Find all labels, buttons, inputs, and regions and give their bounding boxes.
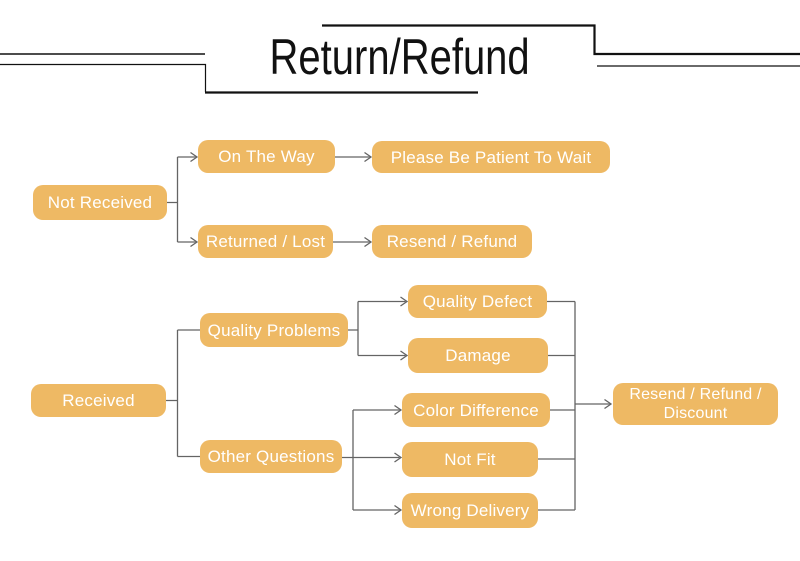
arrowhead [394, 504, 403, 516]
node-not-received: Not Received [33, 185, 167, 220]
node-quality-defect: Quality Defect [408, 285, 547, 318]
arrowhead [364, 236, 373, 248]
node-received: Received [31, 384, 166, 417]
page-title-text: Return/Refund [269, 29, 531, 85]
arrowhead [604, 398, 613, 410]
node-damage: Damage [408, 338, 548, 373]
node-resend-refund-discount-line2: Discount [663, 405, 728, 422]
page-title: Return/Refund [0, 32, 800, 84]
node-please-be-patient: Please Be Patient To Wait [372, 141, 610, 173]
node-quality-problems: Quality Problems [200, 313, 348, 347]
node-resend-refund: Resend / Refund [372, 225, 532, 258]
node-resend-refund-discount: Resend / Refund / Discount [613, 383, 778, 425]
node-resend-refund-discount-line1: Resend / Refund / [629, 386, 762, 403]
arrowhead [400, 350, 409, 361]
arrowhead [190, 236, 199, 248]
arrowhead [394, 404, 403, 416]
node-returned-lost: Returned / Lost [198, 225, 333, 258]
arrowhead [364, 151, 373, 163]
node-on-the-way: On The Way [198, 140, 335, 173]
arrowhead [190, 151, 199, 163]
arrowhead [394, 452, 403, 463]
arrowhead [400, 296, 409, 307]
node-wrong-delivery: Wrong Delivery [402, 493, 538, 528]
node-color-difference: Color Difference [402, 393, 550, 427]
node-other-questions: Other Questions [200, 440, 342, 473]
node-not-fit: Not Fit [402, 442, 538, 477]
